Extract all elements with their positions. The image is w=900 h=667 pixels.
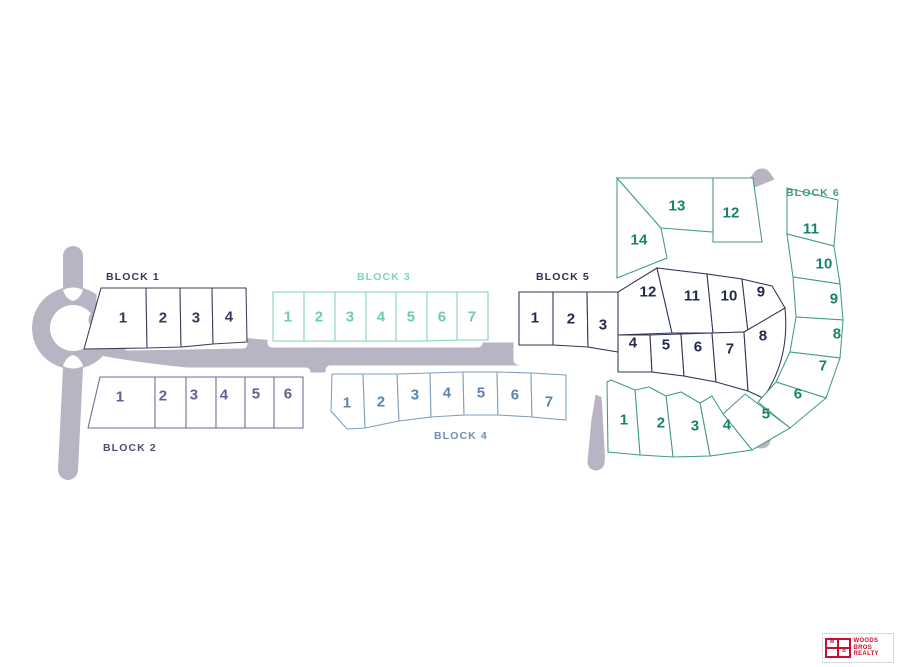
lot-number-b6-11: 11 <box>803 221 819 238</box>
lot-number-b2-2: 2 <box>159 388 168 405</box>
lot-b1-4[interactable] <box>211 287 248 345</box>
lot-number-b5-8: 8 <box>759 328 768 345</box>
block-1-group: 1 2 3 4 BLOCK 1 <box>83 271 248 350</box>
logo-line-3: REALTY <box>853 651 879 658</box>
block-2-group: 1 2 3 4 5 6 BLOCK 2 <box>87 376 304 454</box>
lot-number-b6-4: 4 <box>723 417 732 434</box>
lot-number-b6-13: 13 <box>668 198 685 215</box>
lot-number-b4-3: 3 <box>411 387 420 404</box>
roundabout-island <box>50 305 96 351</box>
lot-number-b2-6: 6 <box>284 386 293 403</box>
road-vertical-west <box>58 246 83 480</box>
lot-number-b5-4: 4 <box>629 335 638 352</box>
lot-b4-1[interactable] <box>330 373 366 430</box>
lot-number-b1-2: 2 <box>159 310 168 327</box>
lot-number-b5-7: 7 <box>726 341 735 358</box>
lot-number-b6-12: 12 <box>722 205 739 222</box>
logo-line-2: BROS <box>853 644 873 651</box>
logo-wordmark: WOODS BROS REALTY <box>854 638 879 657</box>
logo-cell-3 <box>826 648 838 657</box>
lot-number-b4-7: 7 <box>545 394 554 411</box>
lot-number-b5-11: 11 <box>684 288 700 305</box>
lot-b6-1[interactable] <box>606 379 641 456</box>
block-label-3: BLOCK 3 <box>357 271 411 283</box>
lot-number-b4-4: 4 <box>443 385 452 402</box>
lot-number-b6-10: 10 <box>815 256 832 273</box>
woods-bros-realty-logo[interactable]: W B WOODS BROS REALTY <box>822 633 894 663</box>
lot-number-b2-5: 5 <box>252 386 261 403</box>
block-label-2: BLOCK 2 <box>103 442 157 454</box>
lot-number-b1-3: 3 <box>192 310 201 327</box>
lot-b6-2[interactable] <box>634 386 674 458</box>
block-label-5: BLOCK 5 <box>536 271 590 283</box>
lot-number-b4-2: 2 <box>377 394 386 411</box>
lot-number-b3-1: 1 <box>284 309 293 326</box>
lot-number-b5-6: 6 <box>694 339 703 356</box>
lot-number-b2-1: 1 <box>116 389 125 406</box>
logo-cell-1: W <box>826 639 838 648</box>
lot-number-b6-8: 8 <box>833 326 842 343</box>
lot-number-b4-5: 5 <box>477 385 486 402</box>
lot-number-b2-4: 4 <box>220 387 229 404</box>
block-label-4: BLOCK 4 <box>434 430 488 442</box>
lot-b4-7[interactable] <box>530 372 567 421</box>
logo-line-1: WOODS <box>853 638 879 645</box>
lot-number-b6-3: 3 <box>691 418 700 435</box>
lot-number-b6-5: 5 <box>762 406 771 423</box>
block-label-6: BLOCK 6 <box>786 187 840 199</box>
logo-mark-icon: W B <box>825 638 851 658</box>
lot-b6-4[interactable] <box>699 395 753 457</box>
lot-number-b3-6: 6 <box>438 309 447 326</box>
lot-number-b3-2: 2 <box>315 309 324 326</box>
block-label-1: BLOCK 1 <box>106 271 160 283</box>
block-4-group: 1 2 3 4 5 6 7 BLOCK 4 <box>330 371 567 442</box>
lot-b3-7[interactable] <box>456 291 489 341</box>
lot-b6-12[interactable] <box>712 177 763 243</box>
lot-number-b2-3: 3 <box>190 387 199 404</box>
lot-number-b5-10: 10 <box>720 288 737 305</box>
lot-number-b3-4: 4 <box>377 309 386 326</box>
block-5-group: 1 2 3 12 11 10 9 4 5 6 7 8 BLOCK 5 <box>518 267 787 399</box>
lot-number-b6-9: 9 <box>830 291 839 308</box>
lot-number-b1-1: 1 <box>119 310 128 327</box>
lot-number-b6-6: 6 <box>794 386 803 403</box>
lot-number-b1-4: 4 <box>225 309 234 326</box>
lot-number-b3-5: 5 <box>407 309 416 326</box>
lot-number-b5-2: 2 <box>567 311 576 328</box>
block-6-group: 14 13 12 11 10 9 8 7 6 5 4 3 2 1 BLOCK 6 <box>606 176 844 458</box>
logo-cell-2 <box>838 639 850 648</box>
roundabout-splitter-north <box>63 287 83 301</box>
lot-number-b4-1: 1 <box>343 395 352 412</box>
lot-number-b6-7: 7 <box>819 358 828 375</box>
lot-number-b3-7: 7 <box>468 309 477 326</box>
lot-number-b6-14: 14 <box>630 232 648 249</box>
lot-b2-6[interactable] <box>273 376 304 429</box>
logo-cell-4: B <box>838 648 850 657</box>
lot-number-b5-3: 3 <box>599 317 608 334</box>
lot-number-b3-3: 3 <box>346 309 355 326</box>
lot-number-b6-2: 2 <box>657 415 666 432</box>
lot-b6-3[interactable] <box>665 391 711 458</box>
lot-number-b4-6: 6 <box>511 387 520 404</box>
lot-number-b6-1: 1 <box>620 412 629 429</box>
lot-number-b5-5: 5 <box>662 337 671 354</box>
roundabout-splitter-south <box>63 355 83 369</box>
road-main-east-west-south <box>86 335 530 373</box>
lot-number-b5-12: 12 <box>639 284 656 301</box>
lot-number-b5-9: 9 <box>757 284 766 301</box>
block-3-group: 1 2 3 4 5 6 7 BLOCK 3 <box>272 271 489 342</box>
lot-number-b5-1: 1 <box>531 310 540 327</box>
